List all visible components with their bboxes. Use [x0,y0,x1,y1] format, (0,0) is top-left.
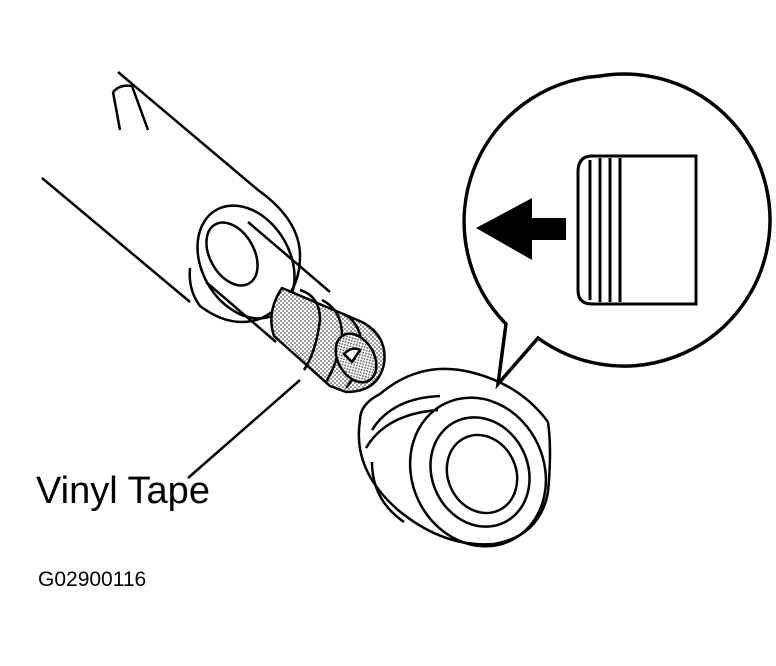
magnified-detail-icon [462,72,772,390]
seal-ring-icon [357,367,552,548]
vinyl-tape-icon [270,286,386,394]
direction-arrow-icon [476,198,566,260]
callout-leader-line [187,379,301,479]
detail-seal-profile [576,154,698,306]
figure-code: G02900116 [38,568,147,591]
vinyl-tape-label: Vinyl Tape [36,470,210,512]
